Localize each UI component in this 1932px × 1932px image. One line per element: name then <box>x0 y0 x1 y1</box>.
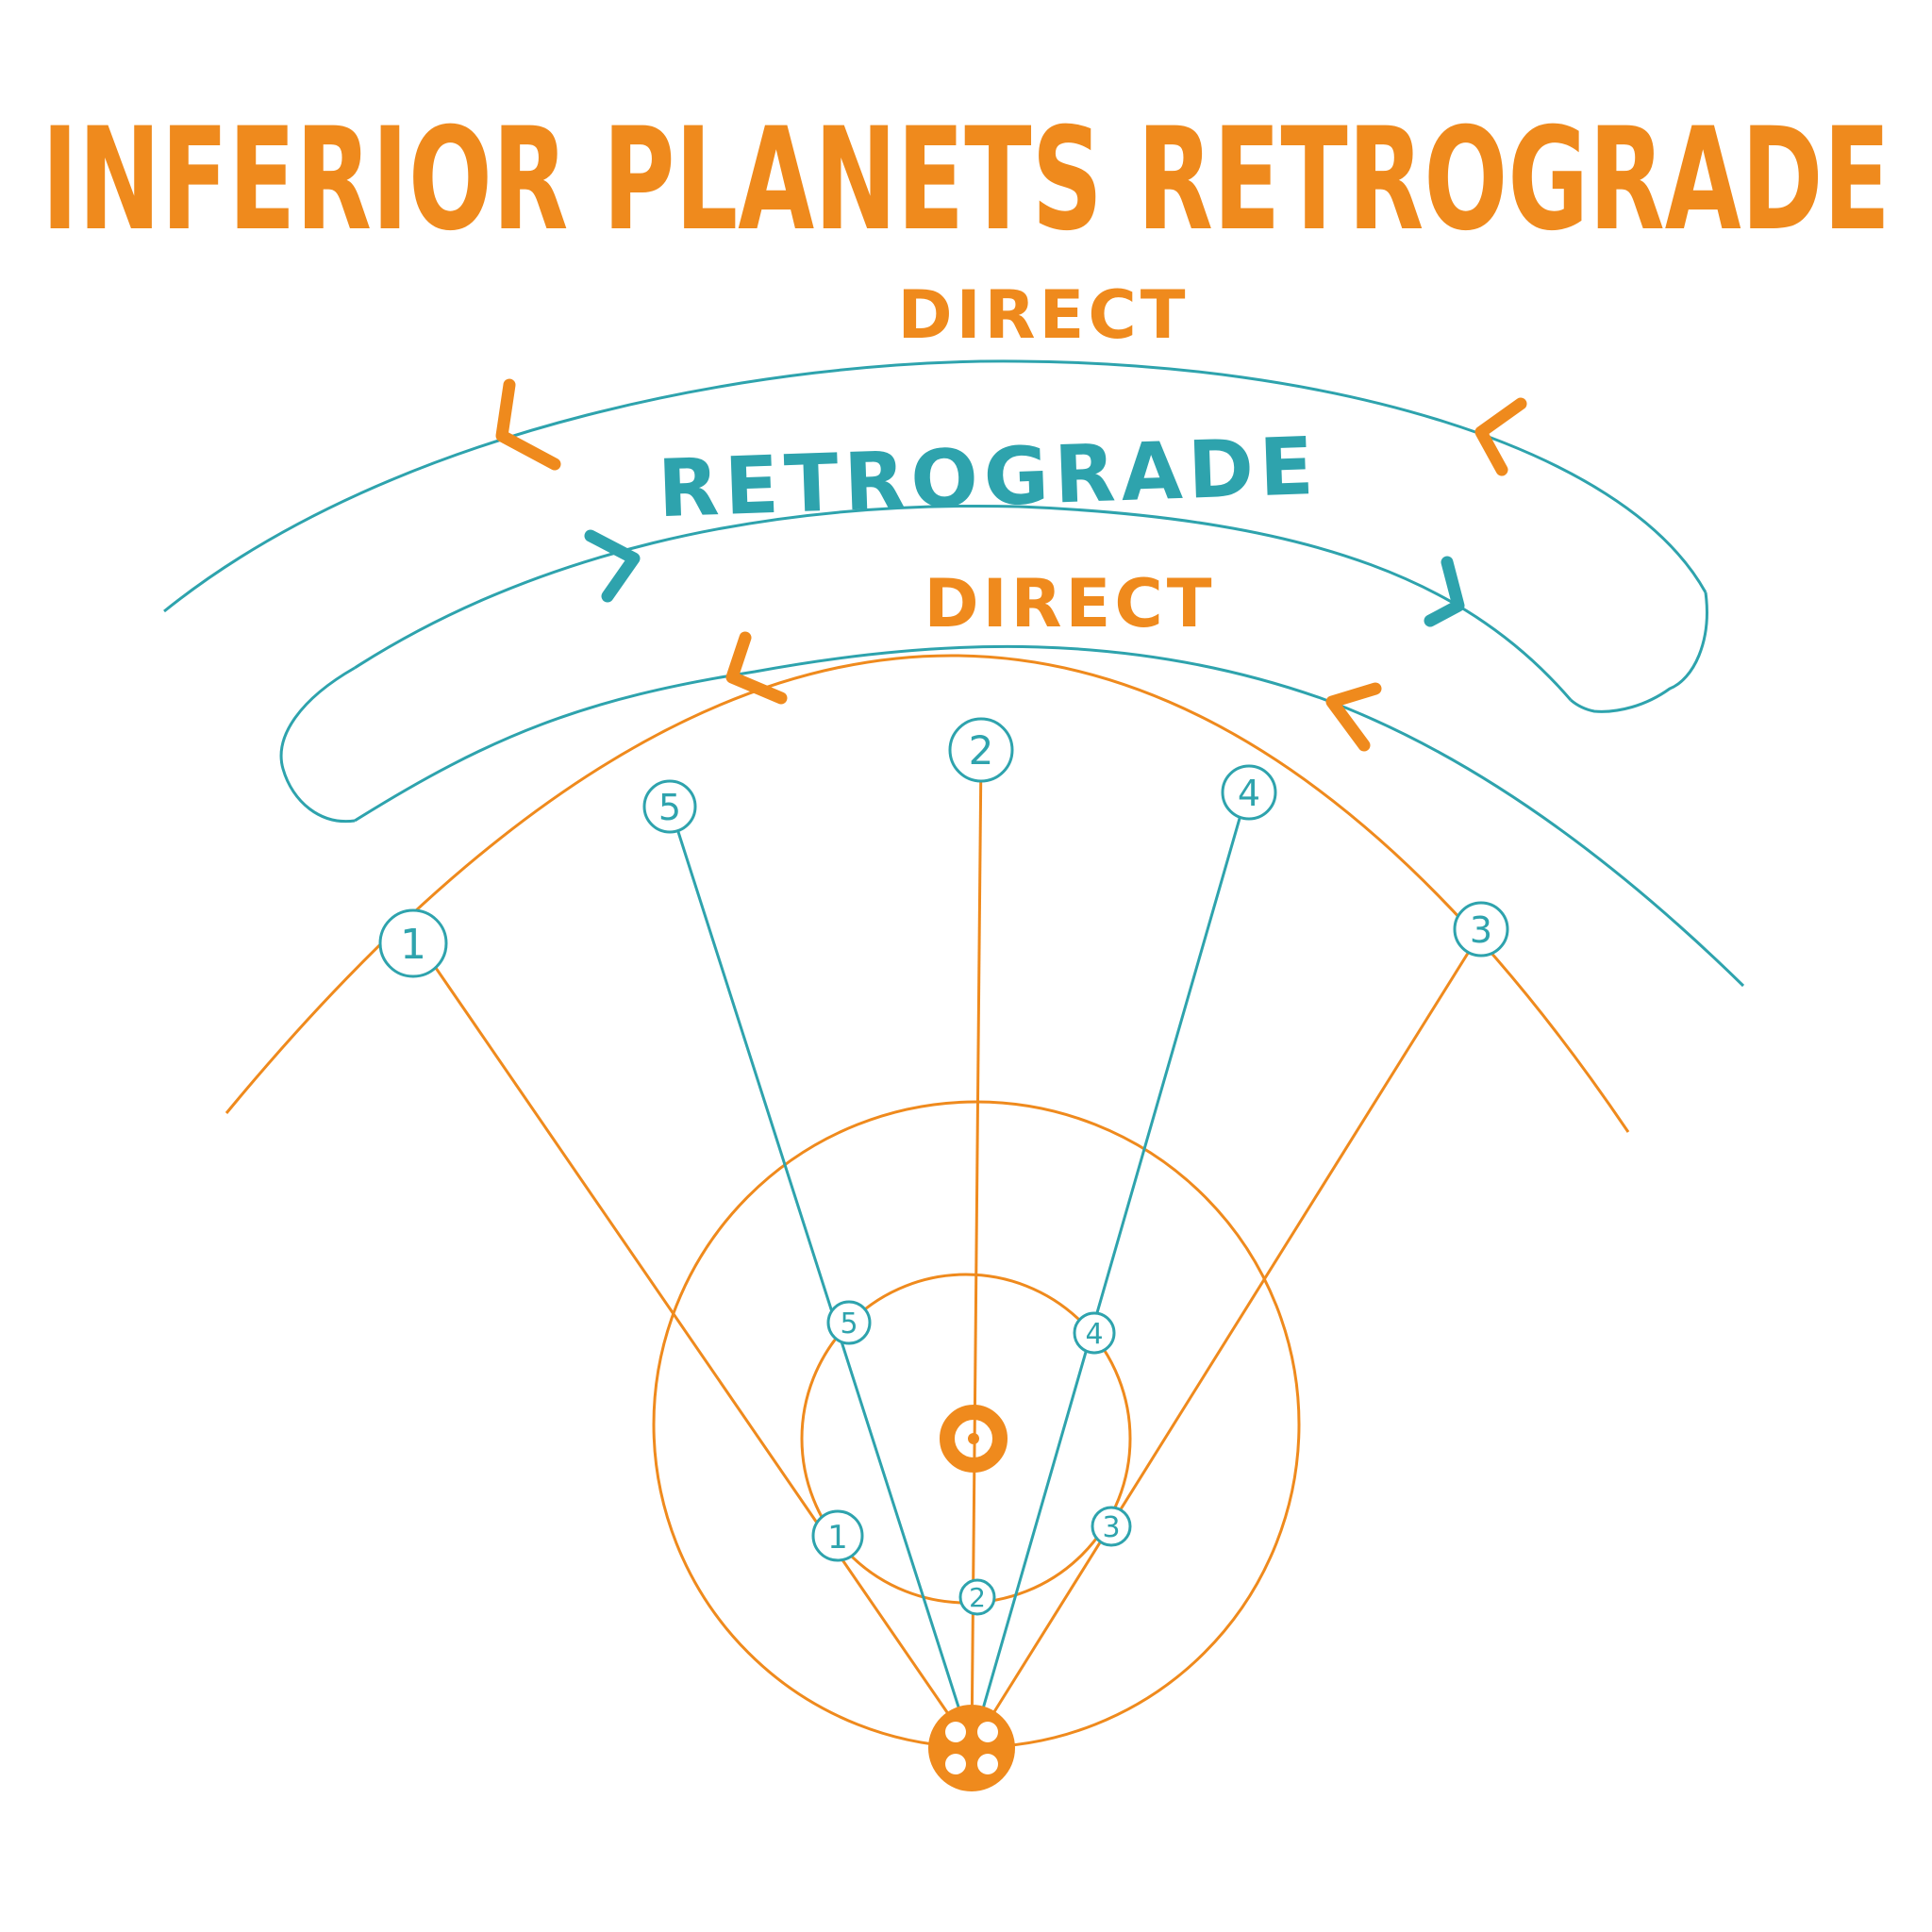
orbit-marker-circle <box>1073 1311 1116 1355</box>
orbit-marker-circle <box>958 1578 996 1616</box>
orbit-marker-circle <box>811 1509 864 1562</box>
orbit-marker-circle <box>826 1300 872 1345</box>
arrow-outer-left <box>495 378 561 471</box>
sight-line-3 <box>970 931 1483 1749</box>
sky-arc <box>225 654 1630 1133</box>
orbit-marker-label: 1 <box>827 1519 848 1557</box>
arrow-middle-right <box>1424 556 1465 627</box>
arrow-inner-right <box>1325 682 1382 752</box>
earth-icon <box>928 1705 1015 1791</box>
sky-marker-2: 2 <box>948 717 1014 783</box>
orbit-marker-4: 4 <box>1073 1311 1116 1355</box>
sight-line-4 <box>970 778 1253 1749</box>
earth-hole-br <box>977 1754 998 1774</box>
path-right-hook <box>1570 591 1708 713</box>
sky-marker-label: 2 <box>969 727 994 774</box>
orbit-marker-1: 1 <box>811 1509 864 1562</box>
sun-ring <box>940 1405 1008 1473</box>
arrow-inner-left <box>725 631 788 705</box>
label-direct-outer: DIRECT <box>898 276 1190 354</box>
sky-marker-label: 4 <box>1238 773 1260 814</box>
sky-marker-circle <box>642 779 697 834</box>
orbit-marker-label: 2 <box>969 1582 986 1613</box>
sky-markers: 1 5 2 4 3 <box>378 717 1509 978</box>
sun-icon <box>940 1405 1008 1473</box>
orbit-marker-label: 3 <box>1102 1511 1120 1544</box>
orbit-marker-label: 5 <box>840 1307 858 1341</box>
arrow-outer-right <box>1474 397 1527 476</box>
sky-marker-label: 5 <box>658 787 681 828</box>
orbit-marker-label: 4 <box>1085 1318 1103 1351</box>
sky-marker-3: 3 <box>1453 901 1509 958</box>
label-retrograde: RETROGRADE <box>657 420 1321 535</box>
sky-marker-1: 1 <box>378 908 448 978</box>
sky-marker-4: 4 <box>1221 764 1277 821</box>
sky-marker-circle <box>1221 764 1277 821</box>
path-left-hook <box>279 666 356 824</box>
orbit-markers: 5 4 1 3 2 <box>811 1300 1132 1616</box>
orbit-marker-5: 5 <box>826 1300 872 1345</box>
path-middle-arc <box>354 505 1573 701</box>
orbit-marker-3: 3 <box>1091 1506 1132 1547</box>
apparent-path-loop <box>163 359 1745 988</box>
sight-line-1 <box>413 937 974 1749</box>
orbit-marker-circle <box>1091 1506 1132 1547</box>
sky-marker-label: 3 <box>1470 909 1492 951</box>
sun-dot <box>968 1433 979 1444</box>
path-inner-arc <box>354 644 1745 988</box>
sight-lines <box>413 750 1483 1749</box>
earth-hole-bl <box>945 1754 966 1774</box>
sky-marker-5: 5 <box>642 779 697 834</box>
label-direct-inner: DIRECT <box>924 565 1216 642</box>
arrow-middle-left <box>584 529 641 603</box>
earth-hole-tl <box>945 1722 966 1742</box>
path-outer-arc <box>163 359 1707 613</box>
sky-marker-circle <box>1453 901 1509 958</box>
orbit-marker-2: 2 <box>958 1578 996 1616</box>
sky-marker-label: 1 <box>400 921 426 969</box>
title: INFERIOR PLANETS RETROGRADE <box>42 98 1890 262</box>
sky-marker-circle <box>948 717 1014 783</box>
earth-hole-tr <box>977 1722 998 1742</box>
sight-line-5 <box>670 810 974 1749</box>
direction-arrows <box>495 378 1527 752</box>
sky-marker-circle <box>378 908 448 978</box>
